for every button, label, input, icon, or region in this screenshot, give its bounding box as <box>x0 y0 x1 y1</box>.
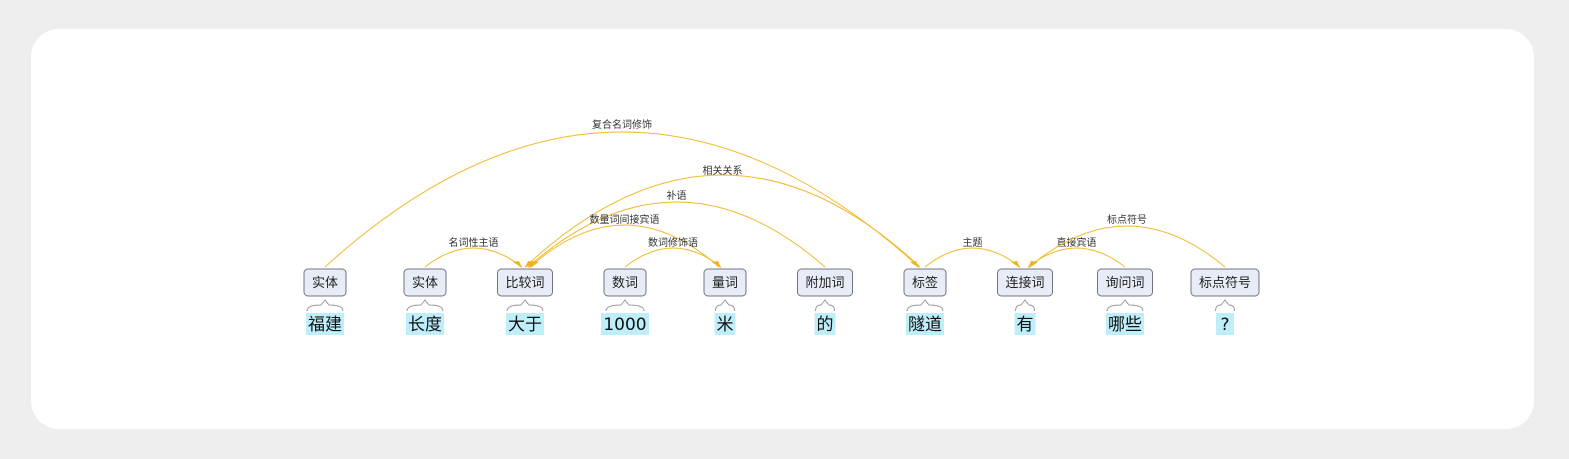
relation-label: 标点符号 <box>1107 213 1147 226</box>
relation-arrowhead <box>910 261 919 268</box>
token-highlight <box>306 313 344 335</box>
relation-label: 数词修饰语 <box>648 236 698 249</box>
pos-tag-box <box>1190 268 1260 297</box>
token-text: 隧道 <box>908 315 942 335</box>
pos-tag-label: 实体 <box>412 276 438 291</box>
relation-arrowhead <box>530 261 539 268</box>
token-highlight <box>506 313 544 335</box>
pos-tag-label: 数词 <box>612 276 638 291</box>
relation-label: 补语 <box>667 189 687 202</box>
pos-tag-label: 附加词 <box>805 276 844 291</box>
token-node: 数词 1000 <box>601 268 649 335</box>
pos-tag-box <box>497 268 553 297</box>
dependency-parse-card <box>31 29 1534 429</box>
token-text: 福建 <box>308 315 342 335</box>
pos-tag-label: 实体 <box>312 276 338 291</box>
relation-arrowhead <box>1011 261 1020 268</box>
pos-tag-box <box>403 268 447 297</box>
token-nodes: 实体福建实体长度比较词大于数词1000量词米附加词的标签隧道连接词有询问词哪些标… <box>303 268 1260 335</box>
token-text: 米 <box>717 315 734 335</box>
pos-tag-label: 标点符号 <box>1199 275 1251 291</box>
token-highlight <box>1014 313 1036 335</box>
token-highlight <box>601 313 649 335</box>
token-highlight <box>714 313 736 335</box>
brace-connector <box>506 299 544 312</box>
relation-label: 主题 <box>963 237 983 249</box>
token-text: 有 <box>1017 315 1034 335</box>
pos-tag-box <box>903 268 947 297</box>
token-node: 量词米 <box>703 268 747 335</box>
pos-tag-box <box>1097 268 1153 297</box>
token-text: 的 <box>817 315 834 335</box>
token-highlight <box>906 313 944 335</box>
relation-label: 复合名词修饰 <box>592 118 652 131</box>
token-text: 大于 <box>508 315 542 335</box>
pos-tag-label: 连接词 <box>1005 275 1044 291</box>
pos-tag-box <box>303 268 347 297</box>
pos-tag-label: 量词 <box>712 276 738 291</box>
relation-label: 名词性主语 <box>449 236 499 249</box>
pos-tag-box <box>603 268 647 297</box>
pos-tag-label: 比较词 <box>505 276 544 291</box>
pos-tag-box <box>703 268 747 297</box>
relation-label: 直接宾语 <box>1057 236 1097 249</box>
relation-arc <box>1028 225 1226 268</box>
pos-tag-label: 询问词 <box>1105 276 1144 291</box>
relation-arc <box>324 131 920 268</box>
brace-connector <box>1015 299 1035 312</box>
token-highlight <box>814 313 836 335</box>
token-highlight <box>406 313 444 335</box>
brace-connector <box>605 299 645 312</box>
brace-connector <box>906 299 944 312</box>
brace-connector <box>815 299 835 312</box>
relation-arrowhead <box>513 261 522 268</box>
token-text: 哪些 <box>1108 315 1142 335</box>
token-text: ? <box>1220 315 1229 335</box>
relation-arc <box>1027 247 1126 268</box>
relation-arc <box>524 174 921 268</box>
relation-arrowhead <box>1029 261 1038 268</box>
token-text: 长度 <box>408 315 442 335</box>
brace-connector <box>306 299 344 312</box>
token-node: 标点符号? <box>1190 268 1260 335</box>
relation-arc <box>624 247 722 268</box>
relation-arrowhead <box>712 261 721 268</box>
brace-connector <box>715 299 735 312</box>
relation-arc <box>924 247 1021 268</box>
relation-label: 相关关系 <box>703 164 743 177</box>
brace-connector <box>1215 299 1235 312</box>
relation-arc <box>424 247 523 268</box>
token-highlight <box>1216 313 1234 335</box>
brace-connector <box>406 299 444 312</box>
pos-tag-box <box>997 268 1053 297</box>
brace-connector <box>1106 299 1144 312</box>
token-highlight <box>1106 313 1144 335</box>
relation-arc <box>529 224 720 268</box>
pos-tag-label: 标签 <box>912 275 938 291</box>
relation-label: 数量词间接宾语 <box>590 213 660 226</box>
token-text: 1000 <box>603 315 646 335</box>
relation-arc <box>527 201 826 268</box>
pos-tag-box <box>797 268 853 297</box>
